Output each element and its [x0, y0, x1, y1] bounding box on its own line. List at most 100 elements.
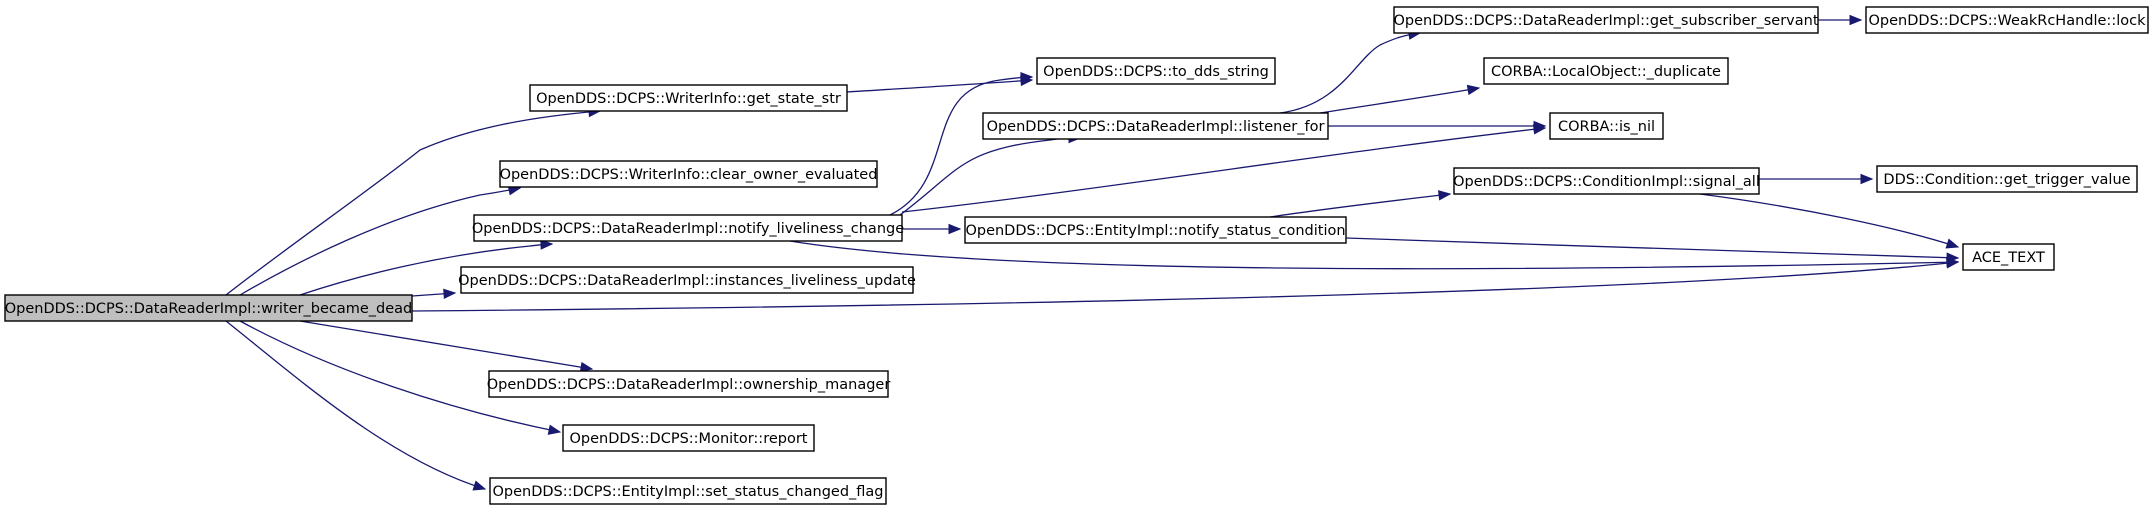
- node-label: OpenDDS::DCPS::EntityImpl::set_status_ch…: [492, 484, 883, 500]
- edge-root-to-ownership_manager: [299, 320, 594, 373]
- node-monitor-report[interactable]: OpenDDS::DCPS::Monitor::report: [562, 424, 815, 452]
- edge-arrowhead: [443, 288, 457, 300]
- node-notify-status-condition[interactable]: OpenDDS::DCPS::EntityImpl::notify_status…: [964, 216, 1347, 244]
- node-box: [1962, 243, 2055, 271]
- edge-line: [411, 261, 1959, 312]
- edge-root-to-set_status_changed: [225, 320, 487, 491]
- edge-line: [1345, 237, 1959, 259]
- edge-root-to-notify_liveliness: [299, 239, 554, 296]
- node-box: [982, 112, 1329, 140]
- edge-arrowhead: [1020, 72, 1034, 83]
- node-box: [499, 160, 878, 188]
- edge-line: [789, 240, 1959, 270]
- node-get-state-str[interactable]: OpenDDS::DCPS::WriterInfo::get_state_str: [529, 84, 848, 112]
- node-box: [1865, 6, 2149, 34]
- node-box: [1036, 57, 1276, 85]
- node-box: [488, 370, 889, 398]
- node-box: [489, 477, 887, 505]
- node-label: OpenDDS::DCPS::WriterInfo::clear_owner_e…: [500, 167, 878, 183]
- edge-line: [1699, 193, 1959, 248]
- edge-arrowhead: [1946, 252, 1960, 263]
- node-label: OpenDDS::DCPS::DataReaderImpl::instances…: [458, 273, 916, 289]
- edge-root-to-instances_liveliness: [411, 288, 457, 300]
- edge-notify_liveliness-to-notify_status_condition: [902, 223, 962, 235]
- edge-listener_for-to-corba_duplicate: [1319, 84, 1481, 114]
- node-label: OpenDDS::DCPS::DataReaderImpl::get_subsc…: [1393, 13, 1818, 29]
- node-ownership-manager[interactable]: OpenDDS::DCPS::DataReaderImpl::ownership…: [487, 370, 891, 398]
- edge-get_subscriber_servant-to-weak_lock: [1818, 14, 1863, 26]
- node-get-trigger-value[interactable]: DDS::Condition::get_trigger_value: [1876, 165, 2138, 193]
- node-notify-liveliness[interactable]: OpenDDS::DCPS::DataReaderImpl::notify_li…: [472, 214, 904, 242]
- node-clear-owner[interactable]: OpenDDS::DCPS::WriterInfo::clear_owner_e…: [499, 160, 878, 188]
- edge-arrowhead: [579, 361, 594, 373]
- edge-arrowhead: [1437, 190, 1452, 201]
- edge-arrowhead: [948, 223, 962, 235]
- node-get-subscriber-servant[interactable]: OpenDDS::DCPS::DataReaderImpl::get_subsc…: [1393, 6, 1819, 34]
- node-box: [1876, 165, 2138, 193]
- edges-layer: [225, 14, 1960, 491]
- edge-notify_status_condition-to-ace_text: [1345, 237, 1960, 263]
- edge-signal_all-to-get_trigger_value: [1759, 173, 1874, 185]
- edge-arrowhead: [547, 424, 562, 435]
- node-corba-is-nil[interactable]: CORBA::is_nil: [1549, 112, 1664, 140]
- node-label: OpenDDS::DCPS::DataReaderImpl::listener_…: [987, 119, 1325, 135]
- node-box: [529, 84, 848, 112]
- node-label: DDS::Condition::get_trigger_value: [1883, 172, 2130, 188]
- node-label: CORBA::is_nil: [1558, 119, 1655, 135]
- node-signal-all[interactable]: OpenDDS::DCPS::ConditionImpl::signal_all: [1453, 167, 1760, 195]
- node-root: OpenDDS::DCPS::DataReaderImpl::writer_be…: [4, 294, 413, 322]
- edge-notify_liveliness-to-ace_text: [789, 240, 1960, 270]
- node-label: ACE_TEXT: [1972, 250, 2045, 266]
- edge-line: [889, 76, 1033, 216]
- node-box: [562, 424, 815, 452]
- node-listener-for[interactable]: OpenDDS::DCPS::DataReaderImpl::listener_…: [982, 112, 1329, 140]
- nodes-layer: OpenDDS::DCPS::DataReaderImpl::writer_be…: [4, 6, 2149, 505]
- node-label: OpenDDS::DCPS::Monitor::report: [570, 431, 808, 447]
- edge-arrowhead: [1533, 120, 1547, 132]
- node-set-status-changed[interactable]: OpenDDS::DCPS::EntityImpl::set_status_ch…: [489, 477, 887, 505]
- edge-notify_liveliness-to-to_dds_string: [889, 72, 1034, 216]
- edge-notify_status_condition-to-signal_all: [1269, 190, 1452, 218]
- edge-listener_for-to-corba_is_nil: [1328, 120, 1547, 132]
- node-box: [1393, 6, 1819, 34]
- node-label: OpenDDS::DCPS::WeakRcHandle::lock: [1869, 13, 2147, 29]
- edge-line: [225, 320, 486, 490]
- edge-line: [1319, 87, 1480, 114]
- edge-line: [225, 110, 601, 296]
- edge-arrowhead: [472, 480, 487, 491]
- node-label: OpenDDS::DCPS::DataReaderImpl::writer_be…: [5, 301, 413, 317]
- node-label: OpenDDS::DCPS::WriterInfo::get_state_str: [536, 91, 841, 107]
- edge-line: [901, 127, 1546, 213]
- node-instances-liveliness[interactable]: OpenDDS::DCPS::DataReaderImpl::instances…: [458, 266, 916, 294]
- edge-line: [846, 79, 1033, 93]
- node-box: [1483, 57, 1729, 85]
- edge-line: [239, 320, 561, 433]
- edge-line: [1279, 32, 1421, 114]
- edge-notify_liveliness-to-listener_for: [899, 132, 1082, 216]
- edge-root-to-monitor_report: [239, 320, 562, 435]
- edge-signal_all-to-ace_text: [1699, 193, 1960, 249]
- node-box: [1549, 112, 1664, 140]
- edge-arrowhead: [1466, 84, 1481, 96]
- edge-arrowhead: [1860, 173, 1874, 185]
- node-box: [4, 294, 413, 322]
- node-box: [964, 216, 1347, 244]
- node-label: OpenDDS::DCPS::DataReaderImpl::ownership…: [487, 377, 891, 393]
- node-label: CORBA::LocalObject::_duplicate: [1491, 64, 1721, 80]
- node-corba-duplicate[interactable]: CORBA::LocalObject::_duplicate: [1483, 57, 1729, 85]
- node-to-dds-string[interactable]: OpenDDS::DCPS::to_dds_string: [1036, 57, 1276, 85]
- edge-arrowhead: [1945, 238, 1960, 249]
- node-label: OpenDDS::DCPS::EntityImpl::notify_status…: [965, 223, 1345, 239]
- edge-line: [1269, 193, 1451, 218]
- node-label: OpenDDS::DCPS::ConditionImpl::signal_all: [1453, 174, 1760, 190]
- node-label: OpenDDS::DCPS::to_dds_string: [1043, 64, 1269, 80]
- node-label: OpenDDS::DCPS::DataReaderImpl::notify_li…: [472, 221, 904, 237]
- edge-line: [299, 320, 593, 370]
- edge-arrowhead: [1849, 14, 1863, 26]
- node-ace-text[interactable]: ACE_TEXT: [1962, 243, 2055, 271]
- edge-line: [239, 187, 521, 296]
- node-box: [1453, 167, 1760, 195]
- edge-get_state_str-to-to_dds_string: [846, 75, 1034, 93]
- node-weak-lock[interactable]: OpenDDS::DCPS::WeakRcHandle::lock: [1865, 6, 2149, 34]
